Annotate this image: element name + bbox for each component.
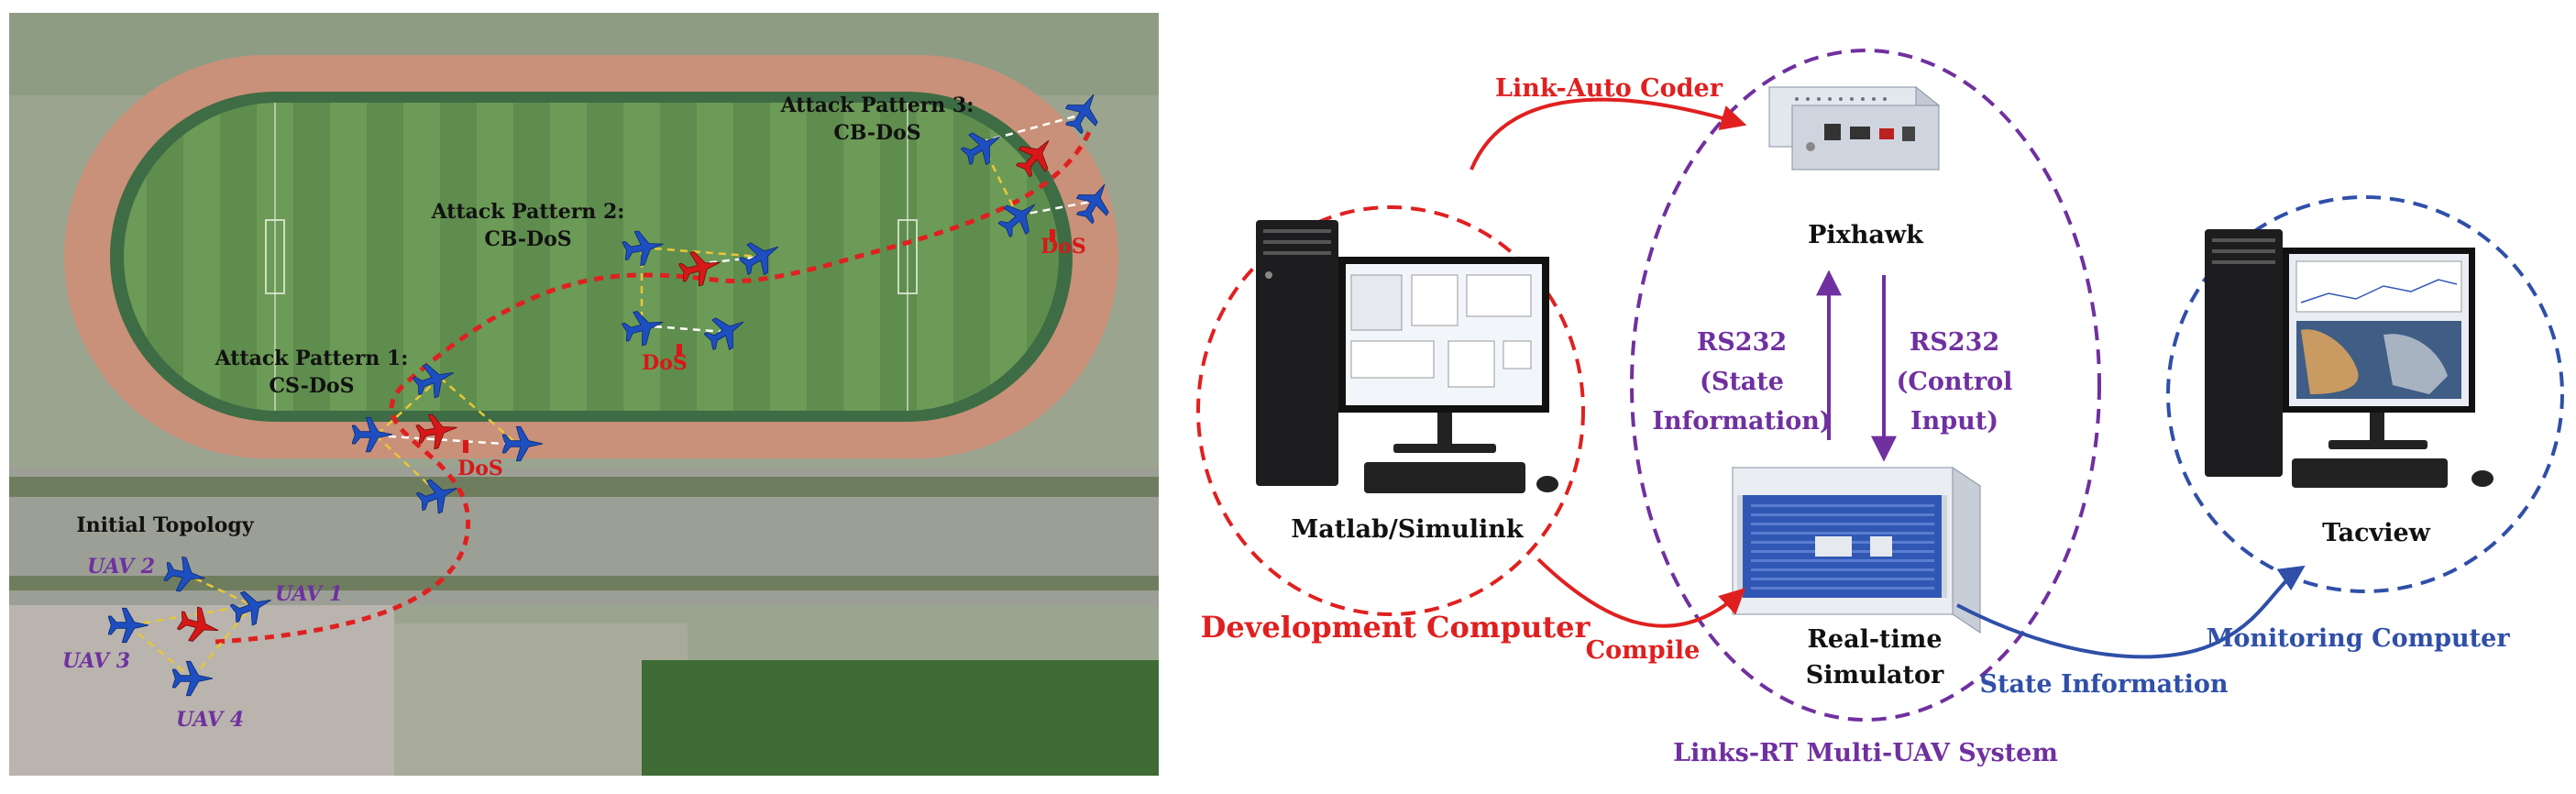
attack-pattern-3-title: Attack Pattern 3: bbox=[780, 94, 974, 117]
pixhawk-icon bbox=[1767, 85, 1941, 171]
link-auto-coder-arrow bbox=[1470, 97, 1747, 171]
matlab-simulink-label: Matlab/Simulink bbox=[1291, 515, 1524, 544]
development-computer-label: Development Computer bbox=[1201, 610, 1591, 645]
pixhawk-label: Pixhawk bbox=[1808, 221, 1924, 249]
dos-label-1: DoS bbox=[457, 457, 503, 480]
uav-1-label: UAV 1 bbox=[275, 582, 343, 606]
building-area bbox=[9, 605, 394, 776]
system-ellipse bbox=[1630, 49, 2101, 722]
monitoring-computer-icon bbox=[2205, 229, 2493, 488]
uav-3-label: UAV 3 bbox=[62, 649, 130, 673]
system-label: Links-RT Multi-UAV System bbox=[1673, 739, 2058, 767]
attack-pattern-1-type: CS-DoS bbox=[270, 374, 355, 398]
attack-pattern-1-title: Attack Pattern 1: bbox=[215, 347, 409, 370]
rs232-left-line-3: Information) bbox=[1652, 407, 1831, 436]
compile-label: Compile bbox=[1586, 636, 1701, 665]
monitoring-ellipse bbox=[2166, 195, 2564, 593]
uav-2-label: UAV 2 bbox=[87, 555, 155, 579]
dos-label-2: DoS bbox=[642, 351, 688, 375]
state-information-arrow bbox=[1956, 565, 2306, 659]
development-computer-icon bbox=[1256, 220, 1558, 493]
rs232-left-line-2: (State bbox=[1700, 368, 1784, 396]
uav-4-label: UAV 4 bbox=[176, 708, 244, 732]
dos-markers bbox=[463, 229, 1055, 453]
simulator-label-line-1: Real-time bbox=[1807, 625, 1942, 654]
development-ellipse bbox=[1196, 205, 1585, 616]
system-diagram: Link-Auto Coder Pixhawk RS232 (State Inf… bbox=[1196, 49, 2564, 767]
link-auto-coder-label: Link-Auto Coder bbox=[1495, 74, 1723, 103]
rs232-right-line-2: (Control bbox=[1897, 368, 2013, 396]
trajectory-line bbox=[215, 127, 1094, 645]
rs232-right-line-3: Input) bbox=[1910, 407, 1998, 436]
attack-pattern-2-type: CB-DoS bbox=[484, 227, 571, 251]
football-field bbox=[124, 103, 1059, 411]
state-information-label: State Information bbox=[1979, 670, 2228, 699]
simulator-icon bbox=[1731, 467, 1982, 634]
attack-pattern-2-title: Attack Pattern 2: bbox=[431, 200, 625, 224]
monitoring-computer-label: Monitoring Computer bbox=[2206, 624, 2510, 653]
rs232-right-line-1: RS232 bbox=[1910, 328, 1999, 357]
compile-arrow bbox=[1536, 557, 1746, 628]
simulator-label-line-2: Simulator bbox=[1806, 661, 1944, 689]
aerial-map: Attack Pattern 1: CS-DoS Attack Pattern … bbox=[9, 13, 1159, 776]
tacview-label: Tacview bbox=[2322, 519, 2431, 547]
initial-topology-label: Initial Topology bbox=[76, 513, 254, 537]
rs232-left-line-1: RS232 bbox=[1697, 328, 1787, 357]
dos-label-3: DoS bbox=[1040, 235, 1086, 259]
attack-pattern-3-type: CB-DoS bbox=[833, 121, 920, 145]
tree-area bbox=[642, 660, 1159, 776]
